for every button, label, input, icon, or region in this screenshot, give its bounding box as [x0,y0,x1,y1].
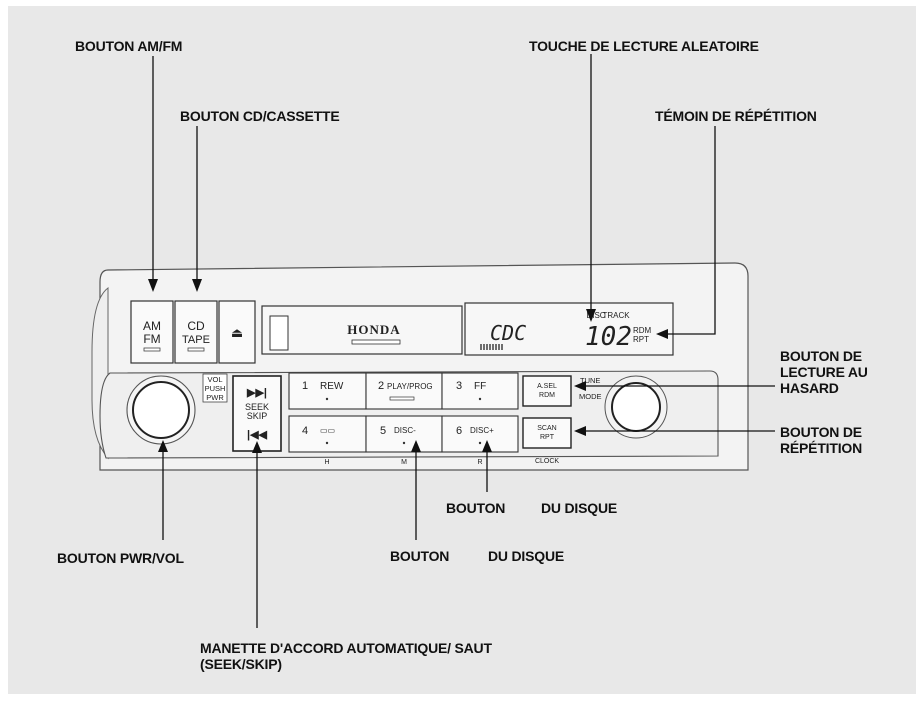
callout-cd-cassette: BOUTON CD/CASSETTE [180,108,340,124]
skip-label: SKIP [247,411,268,421]
am-label: AM [143,319,161,333]
preset-1-label: REW [320,381,344,392]
callout-seek-skip: MANETTE D'ACCORD AUTOMATIQUE/ SAUT (SEEK… [200,640,492,672]
preset-5 [365,415,443,453]
cassette-slot [261,305,463,355]
next-track-icon: ▶▶| [246,387,267,399]
preset-6-num: 6 [456,425,462,437]
pwr-label: PWR [206,393,224,402]
source-readout: CDC [490,321,526,345]
callout-pwr-vol: BOUTON PWR/VOL [57,550,184,566]
minute-label: M [401,459,407,466]
rdm-indicator: RDM [633,326,652,335]
preset-2-label: PLAY/PROG [387,382,433,391]
preset-2-num: 2 [378,380,384,392]
asel-rdm-key [522,375,572,407]
preset-3-label: FF [474,381,486,392]
push-label: PUSH [205,384,226,393]
seek-label: SEEK [245,402,269,412]
tune-knob [611,382,661,432]
prev-track-icon: |◀◀ [247,429,268,441]
asel-label: A.SEL [537,383,557,390]
cd-tape-key [174,300,218,364]
seek-skip-bar [232,375,282,452]
preset-1 [288,372,367,410]
callout-random-button: BOUTON DE LECTURE AU HASARD [780,348,868,396]
preset-buttons [288,372,519,453]
preset-6 [441,415,519,453]
scan-rpt-key [522,417,572,449]
preset-5-label: DISC- [394,426,416,435]
am-fm-key [130,300,174,364]
vol-label: VOL [207,375,222,384]
track-readout: 102 [585,322,632,352]
preset-6-label: DISC+ [470,426,494,435]
preset-4-num: 4 [302,425,308,437]
rpt-label: RPT [540,434,555,441]
callout-repeat-button: BOUTON DE RÉPÉTITION [780,424,863,456]
callout-am-fm: BOUTON AM/FM [75,38,183,54]
preset-4-label: ▭▭ [320,426,335,435]
leader-lines [152,54,775,628]
callout-disc-lower-right: DU DISQUE [488,548,564,564]
preset-3 [441,372,519,410]
eject-key [218,300,256,364]
tape-label: TAPE [182,334,210,346]
preset-3-num: 3 [456,380,462,392]
fm-label: FM [143,332,160,346]
brand-logo: HONDA [347,322,400,337]
eject-icon: ⏏ [231,325,243,340]
callout-random-key: TOUCHE DE LECTURE ALEATOIRE [529,38,759,54]
callout-disc-upper-left: BOUTON [446,500,506,516]
tune-label: TUNE [580,376,600,385]
callout-disc-upper-right: DU DISQUE [541,500,617,516]
track-label: TRACK [602,311,630,320]
arrowheads [148,279,668,453]
preset-5-num: 5 [380,425,386,437]
preset-4 [288,415,367,453]
clock-label: CLOCK [535,458,559,465]
volume-knob [132,381,190,439]
hour-label: H [324,459,329,466]
rdm-label: RDM [539,392,555,399]
callout-repeat-indicator: TÉMOIN DE RÉPÉTITION [655,108,817,124]
preset-1-num: 1 [302,380,308,392]
callout-disc-lower-left: BOUTON [390,548,450,564]
level-meter [480,344,503,350]
scan-label: SCAN [537,425,556,432]
disc-label: DISC [586,311,605,320]
cd-label: CD [187,319,205,333]
reset-label: R [477,459,482,466]
mode-label: MODE [579,392,602,401]
rpt-indicator: RPT [633,335,649,344]
